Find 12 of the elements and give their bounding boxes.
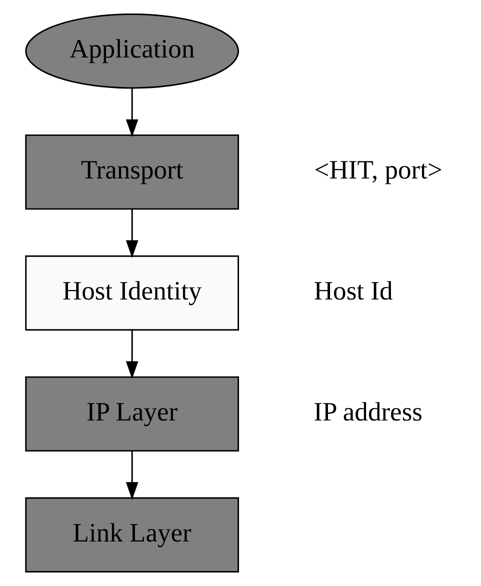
node-ellipse: Application xyxy=(25,14,240,89)
node-box: Host Identity xyxy=(25,255,240,331)
node-label: IP address xyxy=(314,396,422,426)
arrow xyxy=(126,88,138,138)
node-label: Host Id xyxy=(314,275,393,306)
arrow xyxy=(126,450,138,500)
node-box: Transport xyxy=(25,134,240,210)
node-box: Link Layer xyxy=(25,497,240,572)
arrow xyxy=(126,208,138,258)
node-label: <HIT, port> xyxy=(314,154,442,185)
node-box: IP Layer xyxy=(25,376,240,452)
arrow xyxy=(126,330,138,379)
